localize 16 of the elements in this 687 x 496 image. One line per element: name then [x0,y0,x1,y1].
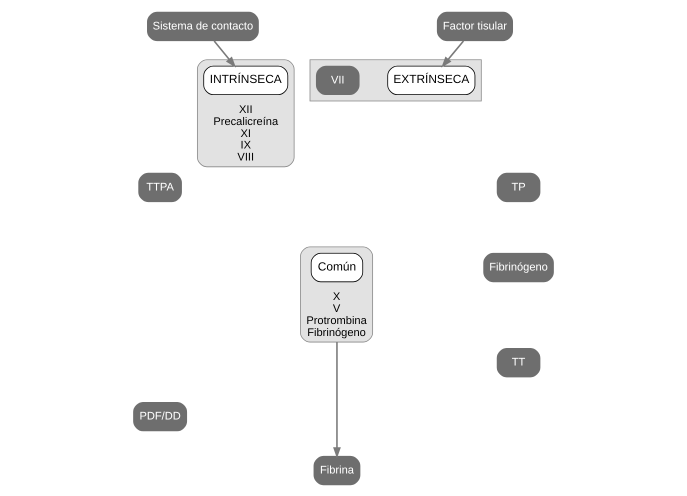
arrow [441,40,464,68]
arrow [214,40,236,68]
node-box: PDF/DD [133,401,188,431]
node-box: TP [496,172,540,202]
node-box: Fibrinógeno [483,252,554,282]
node-box: Factor tisular [436,11,514,41]
node-box: Fibrina [314,455,360,485]
node-box: VII [316,65,360,95]
arrow [333,342,341,458]
node-box: TTPA [138,172,182,202]
node-box: EXTRÍNSECA [387,65,476,95]
cluster [310,58,482,101]
node-box: Común [310,252,364,282]
node-box: Sistema de contacto [147,11,259,41]
node-box: TT [496,348,540,377]
node-box: INTRÍNSECA [203,65,288,95]
